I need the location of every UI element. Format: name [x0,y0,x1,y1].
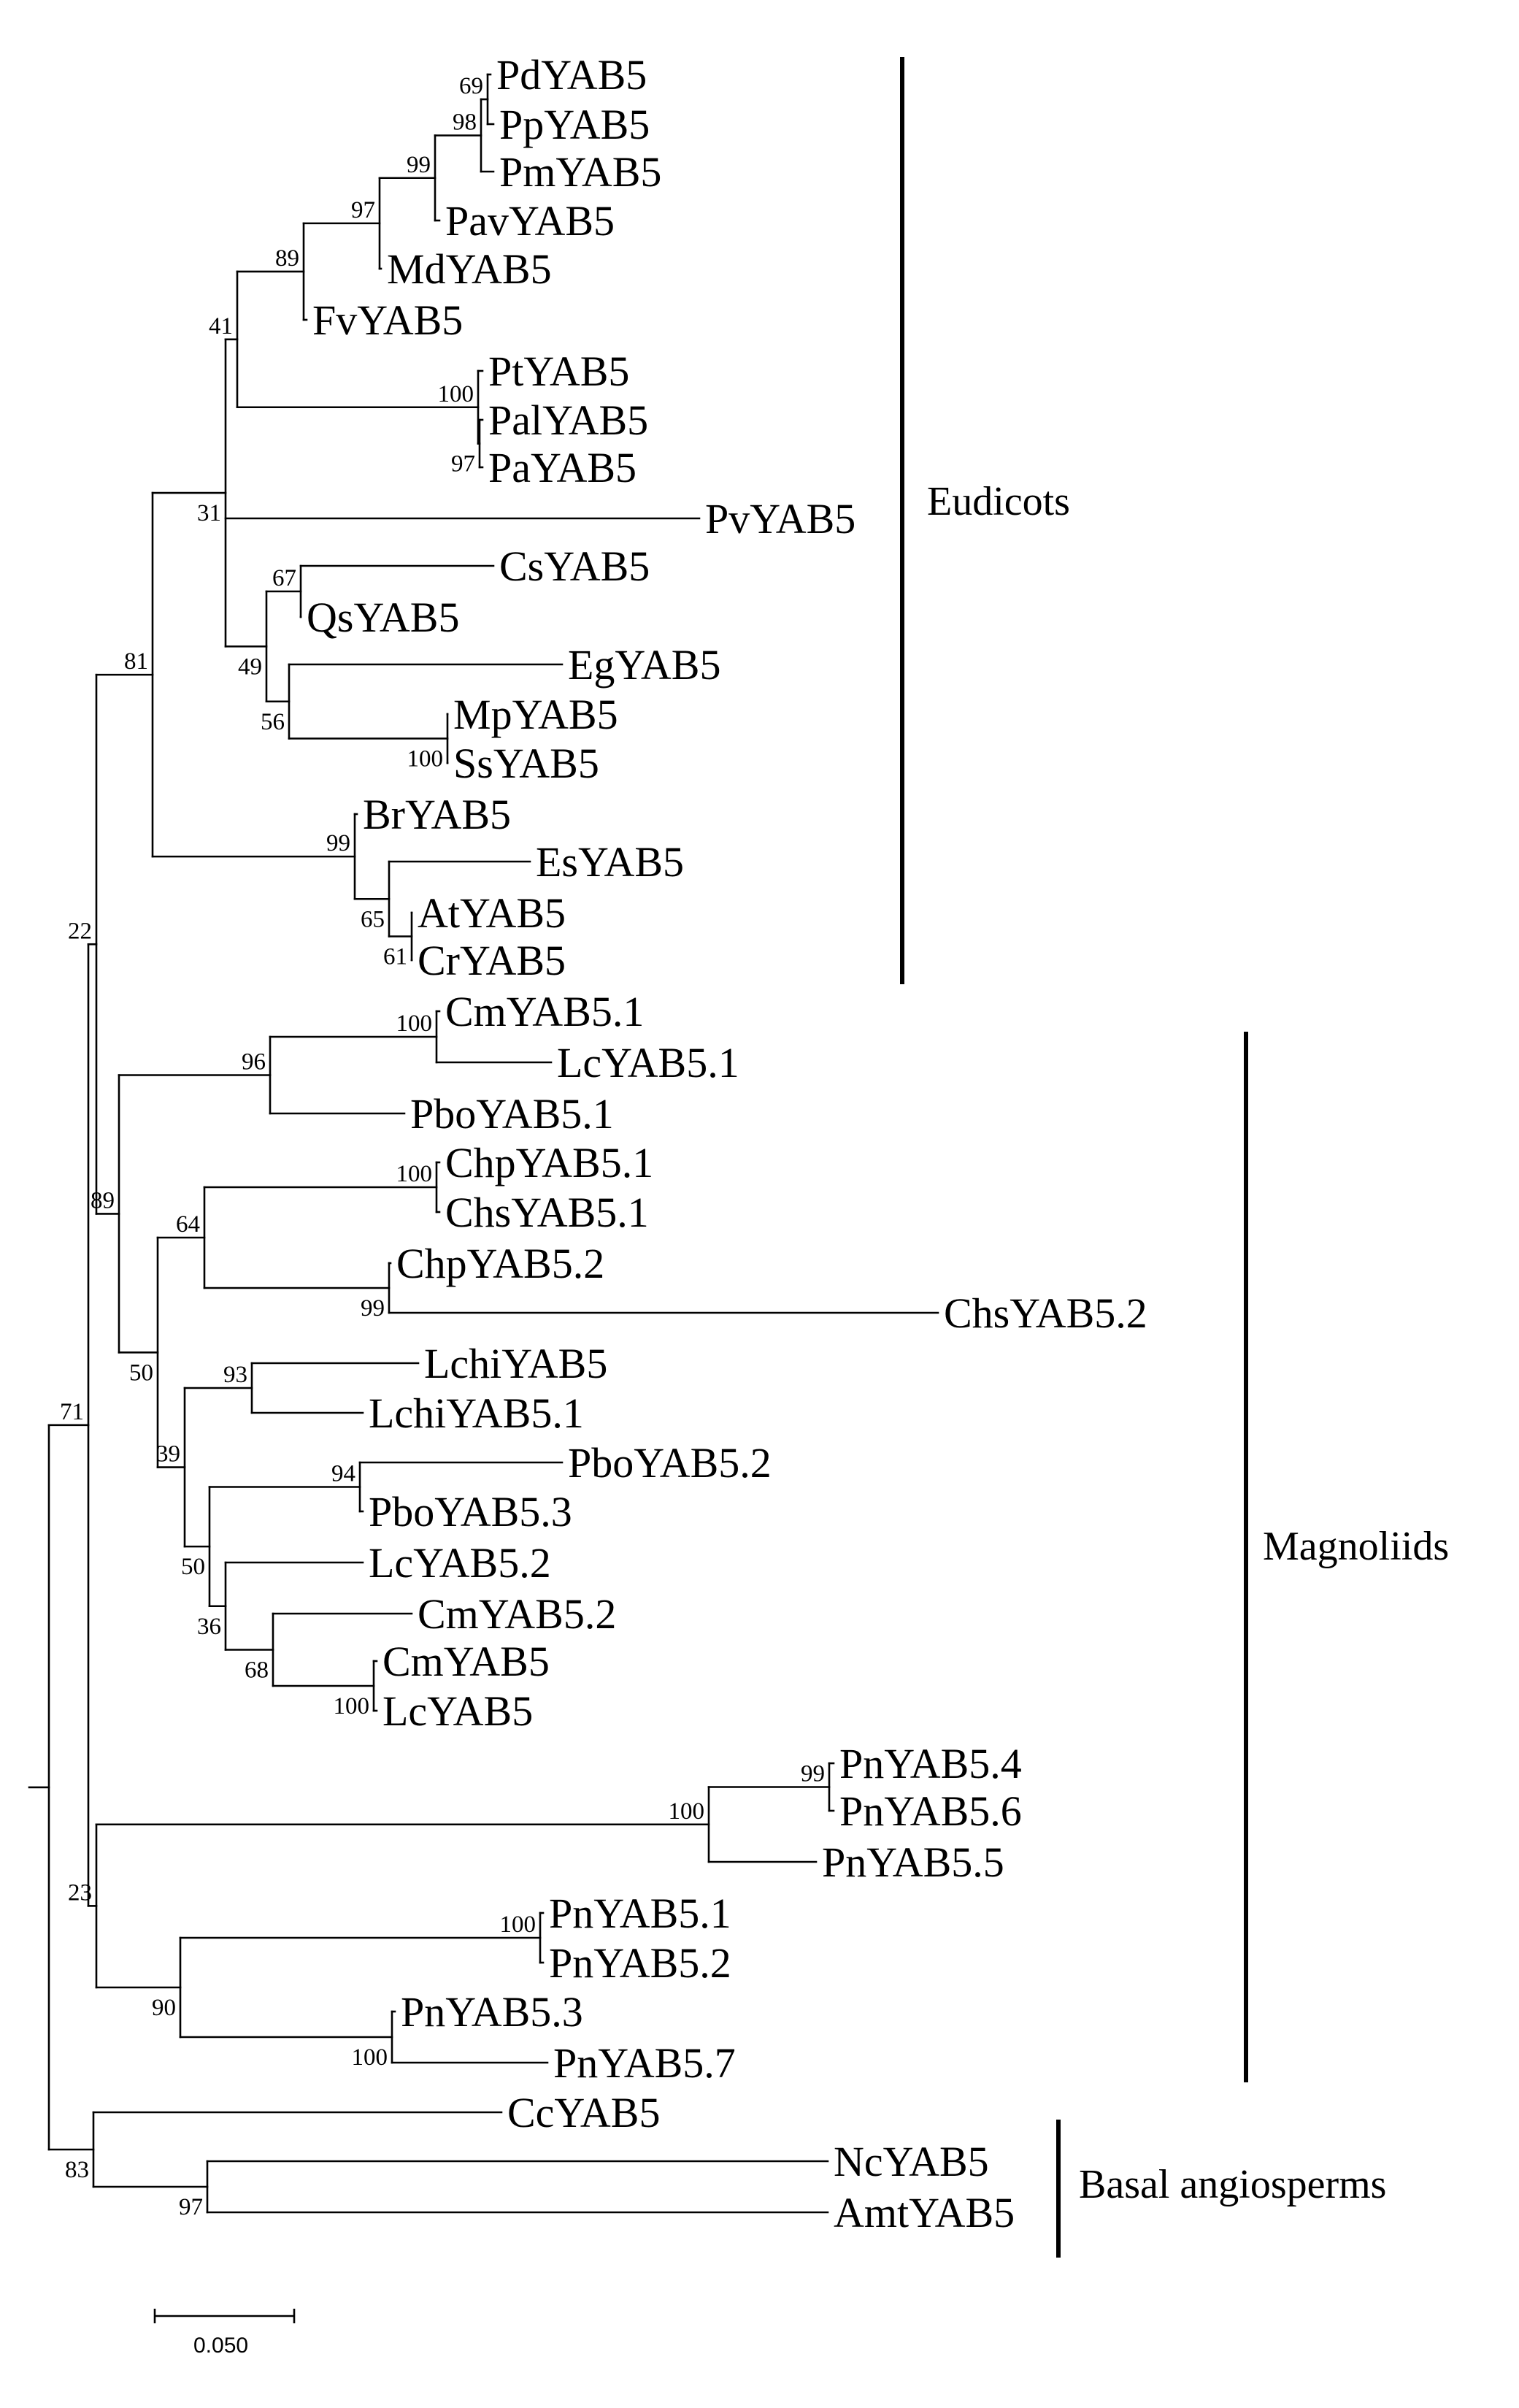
bootstrap-value-n7: 100 [438,381,474,407]
clade-magnoliids: Magnoliids [1244,1032,1449,2082]
bootstrap-value-n30: 50 [129,1360,153,1386]
leaf-label-payab5: PaYAB5 [488,444,637,491]
branch-lines [28,73,939,2214]
leaf-label-mpyab5: MpYAB5 [453,691,618,738]
bootstrap-value-n2: 98 [453,110,477,136]
bootstrap-value-n11: 56 [261,709,285,735]
bootstrap-value-n40: 97 [179,2194,203,2220]
bootstrap-value-n29: 39 [156,1441,180,1468]
bootstrap-value-n19: 96 [242,1049,266,1075]
bootstrap-value-n18: 100 [396,1011,433,1037]
bootstrap-value-n31: 89 [91,1187,115,1213]
leaf-label-pvyab5: PvYAB5 [705,495,855,542]
leaf-label-pnyab5-3: PnYAB5.3 [401,1988,583,2036]
bootstrap-value-n6: 97 [451,451,475,478]
bootstrap-value-n28: 50 [181,1554,205,1580]
leaf-label-pnyab5-1: PnYAB5.1 [549,1890,731,1937]
bootstrap-value-n39: 71 [60,1399,84,1425]
leaf-label-esyab5: EsYAB5 [536,838,684,886]
leaf-label-palyab5: PalYAB5 [488,396,648,444]
bootstrap-value-n3: 99 [407,152,431,178]
leaf-label-ccyab5: CcYAB5 [507,2089,660,2136]
clade-basal-angiosperms: Basal angiosperms [1056,2120,1386,2258]
leaf-label-egyab5: EgYAB5 [568,641,720,689]
bootstrap-value-n14: 61 [383,944,407,970]
leaf-label-atyab5: AtYAB5 [418,889,566,937]
leaf-label-lchiyab5-1: LchiYAB5.1 [369,1389,584,1437]
bootstrap-value-n35: 100 [500,1912,537,1938]
bootstrap-value-n1: 69 [459,73,483,99]
leaf-label-chpyab5-1: ChpYAB5.1 [445,1139,653,1186]
leaf-label-chsyab5-1: ChsYAB5.1 [445,1189,649,1236]
leaf-label-pboyab5-1: PboYAB5.1 [410,1090,614,1138]
leaf-label-lchiyab5: LchiYAB5 [424,1340,607,1387]
leaf-label-pmyab5: PmYAB5 [499,148,661,196]
bootstrap-value-n13: 31 [197,500,221,526]
leaf-label-chpyab5-2: ChpYAB5.2 [396,1240,604,1287]
scale-bar-label: 0.050 [193,2334,248,2358]
clade-label-magnoliids: Magnoliids [1263,1524,1449,1569]
bootstrap-value-n8: 41 [209,313,233,340]
bootstrap-value-n10: 100 [407,746,444,772]
bootstrap-value-n33: 99 [801,1761,825,1787]
bootstrap-value-n41: 83 [65,2157,89,2183]
bootstrap-value-n37: 90 [152,1995,176,2021]
clade-label-eudicots: Eudicots [927,479,1070,524]
leaf-label-lcyab5: LcYAB5 [382,1687,533,1735]
bootstrap-value-n34: 100 [669,1798,705,1825]
clade-label-basal-angiosperms: Basal angiosperms [1079,2162,1386,2207]
leaf-label-pdyab5: PdYAB5 [496,51,647,99]
leaf-label-pnyab5-5: PnYAB5.5 [822,1838,1004,1886]
leaf-label-chsyab5-2: ChsYAB5.2 [944,1289,1147,1337]
leaf-label-ncyab5: NcYAB5 [834,2138,989,2185]
leaf-label-qsyab5: QsYAB5 [307,594,460,641]
leaf-label-cryab5: CrYAB5 [418,937,566,984]
leaf-label-pnyab5-4: PnYAB5.4 [839,1740,1022,1787]
leaf-label-ppyab5: PpYAB5 [499,101,650,148]
leaf-label-pavyab5: PavYAB5 [445,197,615,245]
leaf-label-cmyab5-1: CmYAB5.1 [445,988,644,1035]
leaf-label-pnyab5-2: PnYAB5.2 [549,1939,731,1987]
leaf-label-mdyab5: MdYAB5 [387,245,552,293]
leaf-label-pnyab5-6: PnYAB5.6 [839,1787,1022,1835]
bootstrap-value-n9: 67 [272,565,296,591]
leaf-label-pboyab5-3: PboYAB5.3 [369,1488,572,1535]
leaf-label-pboyab5-2: PboYAB5.2 [568,1439,772,1487]
bootstrap-value-n17: 81 [124,648,148,675]
leaf-labels: PdYAB5PpYAB5PmYAB5PavYAB5MdYAB5FvYAB5PtY… [307,51,1147,2236]
leaf-label-fvyab5: FvYAB5 [312,296,463,344]
clade-eudicots: Eudicots [900,57,1070,984]
bootstrap-value-n21: 99 [361,1295,385,1322]
bootstrap-value-n12: 49 [238,653,262,680]
bootstrap-value-n16: 99 [326,830,350,856]
bootstrap-value-n22: 64 [176,1211,200,1238]
bootstrap-value-n36: 100 [352,2044,388,2071]
bootstrap-value-n20: 100 [396,1161,433,1187]
bootstrap-value-n23: 93 [223,1362,247,1388]
leaf-label-csyab5: CsYAB5 [499,542,650,590]
bootstrap-value-n25: 100 [334,1693,370,1719]
leaf-label-pnyab5-7: PnYAB5.7 [553,2039,736,2087]
bootstrap-value-n27: 36 [197,1614,221,1640]
leaf-label-ptyab5: PtYAB5 [488,348,629,395]
leaf-label-bryab5: BrYAB5 [363,791,511,838]
leaf-label-cmyab5-2: CmYAB5.2 [418,1590,616,1638]
bootstrap-value-n32: 22 [68,918,92,944]
bootstrap-value-n38: 23 [68,1879,92,1906]
bootstrap-value-n5: 89 [275,245,299,272]
scale-bar: 0.050 [153,2309,296,2358]
bootstrap-value-n4: 97 [351,197,375,223]
bootstrap-value-n15: 65 [361,906,385,932]
leaf-label-ssyab5: SsYAB5 [453,740,599,787]
bootstrap-value-n24: 94 [331,1461,355,1487]
leaf-label-amtyab5: AmtYAB5 [834,2189,1015,2236]
bootstrap-value-n26: 68 [245,1657,269,1684]
leaf-label-lcyab5-2: LcYAB5.2 [369,1539,551,1587]
bootstrap-values: 69 98 99 97 89 97 100 41 67 100 56 49 31 61 65 99 81 100 9… [60,73,825,2220]
leaf-label-lcyab5-1: LcYAB5.1 [557,1039,739,1086]
leaf-label-cmyab5: CmYAB5 [382,1638,550,1685]
